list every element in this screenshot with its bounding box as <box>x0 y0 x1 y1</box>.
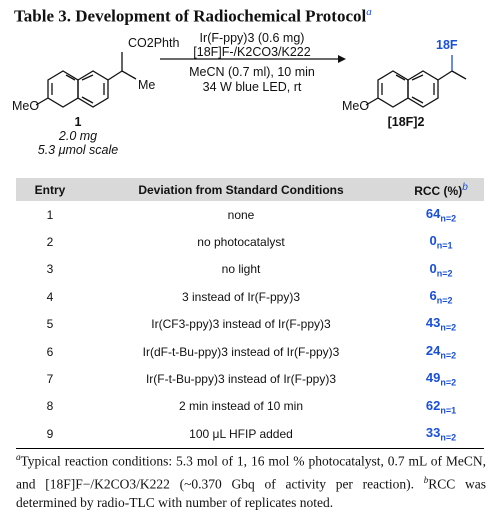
cell-deviation: no photocatalyst <box>197 235 285 250</box>
cell-rcc: 33n=2 <box>398 420 484 449</box>
sm-scale: 5.3 μmol scale <box>37 143 119 157</box>
table-row: 2 no photocatalyst 0n=1 <box>16 228 484 255</box>
table-footnotes: aTypical reaction conditions: 5.3 mol of… <box>16 448 486 513</box>
cell-rcc: 64n=2 <box>425 205 457 224</box>
reaction-scheme <box>35 52 467 108</box>
table-header-row: Entry Deviation from Standard Conditions… <box>16 178 484 201</box>
cell-rcc: 43n=2 <box>425 315 457 334</box>
cell-rcc: 6n=2 <box>429 288 453 306</box>
cell-entry: 5 <box>46 317 54 332</box>
footnote-b-marker: b <box>423 475 429 485</box>
sm-co2phth-label: CO2Phth <box>128 36 180 50</box>
cell-deviation: no light <box>221 262 261 277</box>
results-table: Entry Deviation from Standard Conditions… <box>16 178 484 449</box>
table-row: 8 2 min instead of 10 min 62n=1 <box>16 393 484 420</box>
footnote-a-marker: a <box>16 452 21 462</box>
table-body: 1 none 64n=2 2 no photocatalyst 0n=1 3 no light… <box>16 201 484 449</box>
cell-rcc: 49n=2 <box>425 370 457 388</box>
cell-deviation: Ir(F-t-Bu-ppy)3 instead of Ir(F-ppy)3 <box>145 372 337 387</box>
table-title: Table 3. Development of Radiochemical Pr… <box>14 6 372 26</box>
footnote-b-text: RCC was determined by radio-TLC with num… <box>16 476 487 511</box>
cell-entry: 4 <box>46 289 54 304</box>
table-row: 3 no light 0n=2 <box>16 256 484 283</box>
sm-compound-number: 1 <box>74 115 82 129</box>
product-structure <box>365 55 467 108</box>
starting-material-structure <box>35 52 137 108</box>
sm-methyl-label: Me <box>138 78 156 92</box>
table-row: 7 Ir(F-t-Bu-ppy)3 instead of Ir(F-ppy)3 49… <box>16 365 484 392</box>
table-row: 1 none 64n=2 <box>16 201 484 228</box>
cell-entry: 2 <box>46 235 54 250</box>
cell-deviation: Ir(CF3-ppy)3 instead of Ir(F-ppy)3 <box>151 317 331 332</box>
cell-rcc: 62n=1 <box>425 397 457 416</box>
cell-entry: 1 <box>46 207 54 222</box>
product-methoxy-label: MeO <box>342 99 370 113</box>
footnote-a-text: Typical reaction conditions: 5.3 mol of … <box>16 453 486 492</box>
sm-mass: 2.0 mg <box>58 129 98 143</box>
table-row: 4 3 instead of Ir(F-ppy)3 6n=2 <box>16 283 484 310</box>
cell-entry: 6 <box>46 344 54 359</box>
cell-deviation: 3 instead of Ir(F-ppy)3 <box>181 289 301 304</box>
reagent-line-2: [18F]F-/K2CO3/K222 <box>193 45 311 59</box>
cell-deviation: 2 min instead of 10 min <box>178 399 304 414</box>
condition-line-1: MeCN (0.7 ml), 10 min <box>189 65 315 79</box>
product-fluorine-label: 18F <box>436 38 458 52</box>
table-row: 6 Ir(dF-t-Bu-ppy)3 instead of Ir(F-ppy)3 2… <box>16 338 484 365</box>
cell-entry: 8 <box>46 399 54 414</box>
header-rcc: RCC (%)b <box>414 181 468 198</box>
reagent-line-1: Ir(F-ppy)3 (0.6 mg) <box>199 31 305 45</box>
header-deviation: Deviation from Standard Conditions <box>138 182 344 197</box>
cell-entry: 7 <box>46 372 54 387</box>
cell-deviation: 100 μL HFIP added <box>84 420 398 449</box>
cell-rcc: 0n=2 <box>429 260 453 279</box>
header-entry: Entry <box>34 182 66 197</box>
cell-entry: 3 <box>46 262 54 277</box>
cell-rcc: 24n=2 <box>425 342 457 361</box>
cell-deviation: Ir(dF-t-Bu-ppy)3 instead of Ir(F-ppy)3 <box>142 344 340 359</box>
cell-entry: 9 <box>16 420 84 449</box>
sm-methoxy-label: MeO <box>12 99 40 113</box>
product-label: [18F]2 <box>387 115 425 129</box>
cell-rcc: 0n=1 <box>429 233 453 251</box>
table-row: 5 Ir(CF3-ppy)3 instead of Ir(F-ppy)3 43n=2 <box>16 311 484 338</box>
condition-line-2: 34 W blue LED, rt <box>202 80 302 94</box>
reaction-arrow <box>160 55 346 63</box>
cell-deviation: none <box>227 207 255 222</box>
